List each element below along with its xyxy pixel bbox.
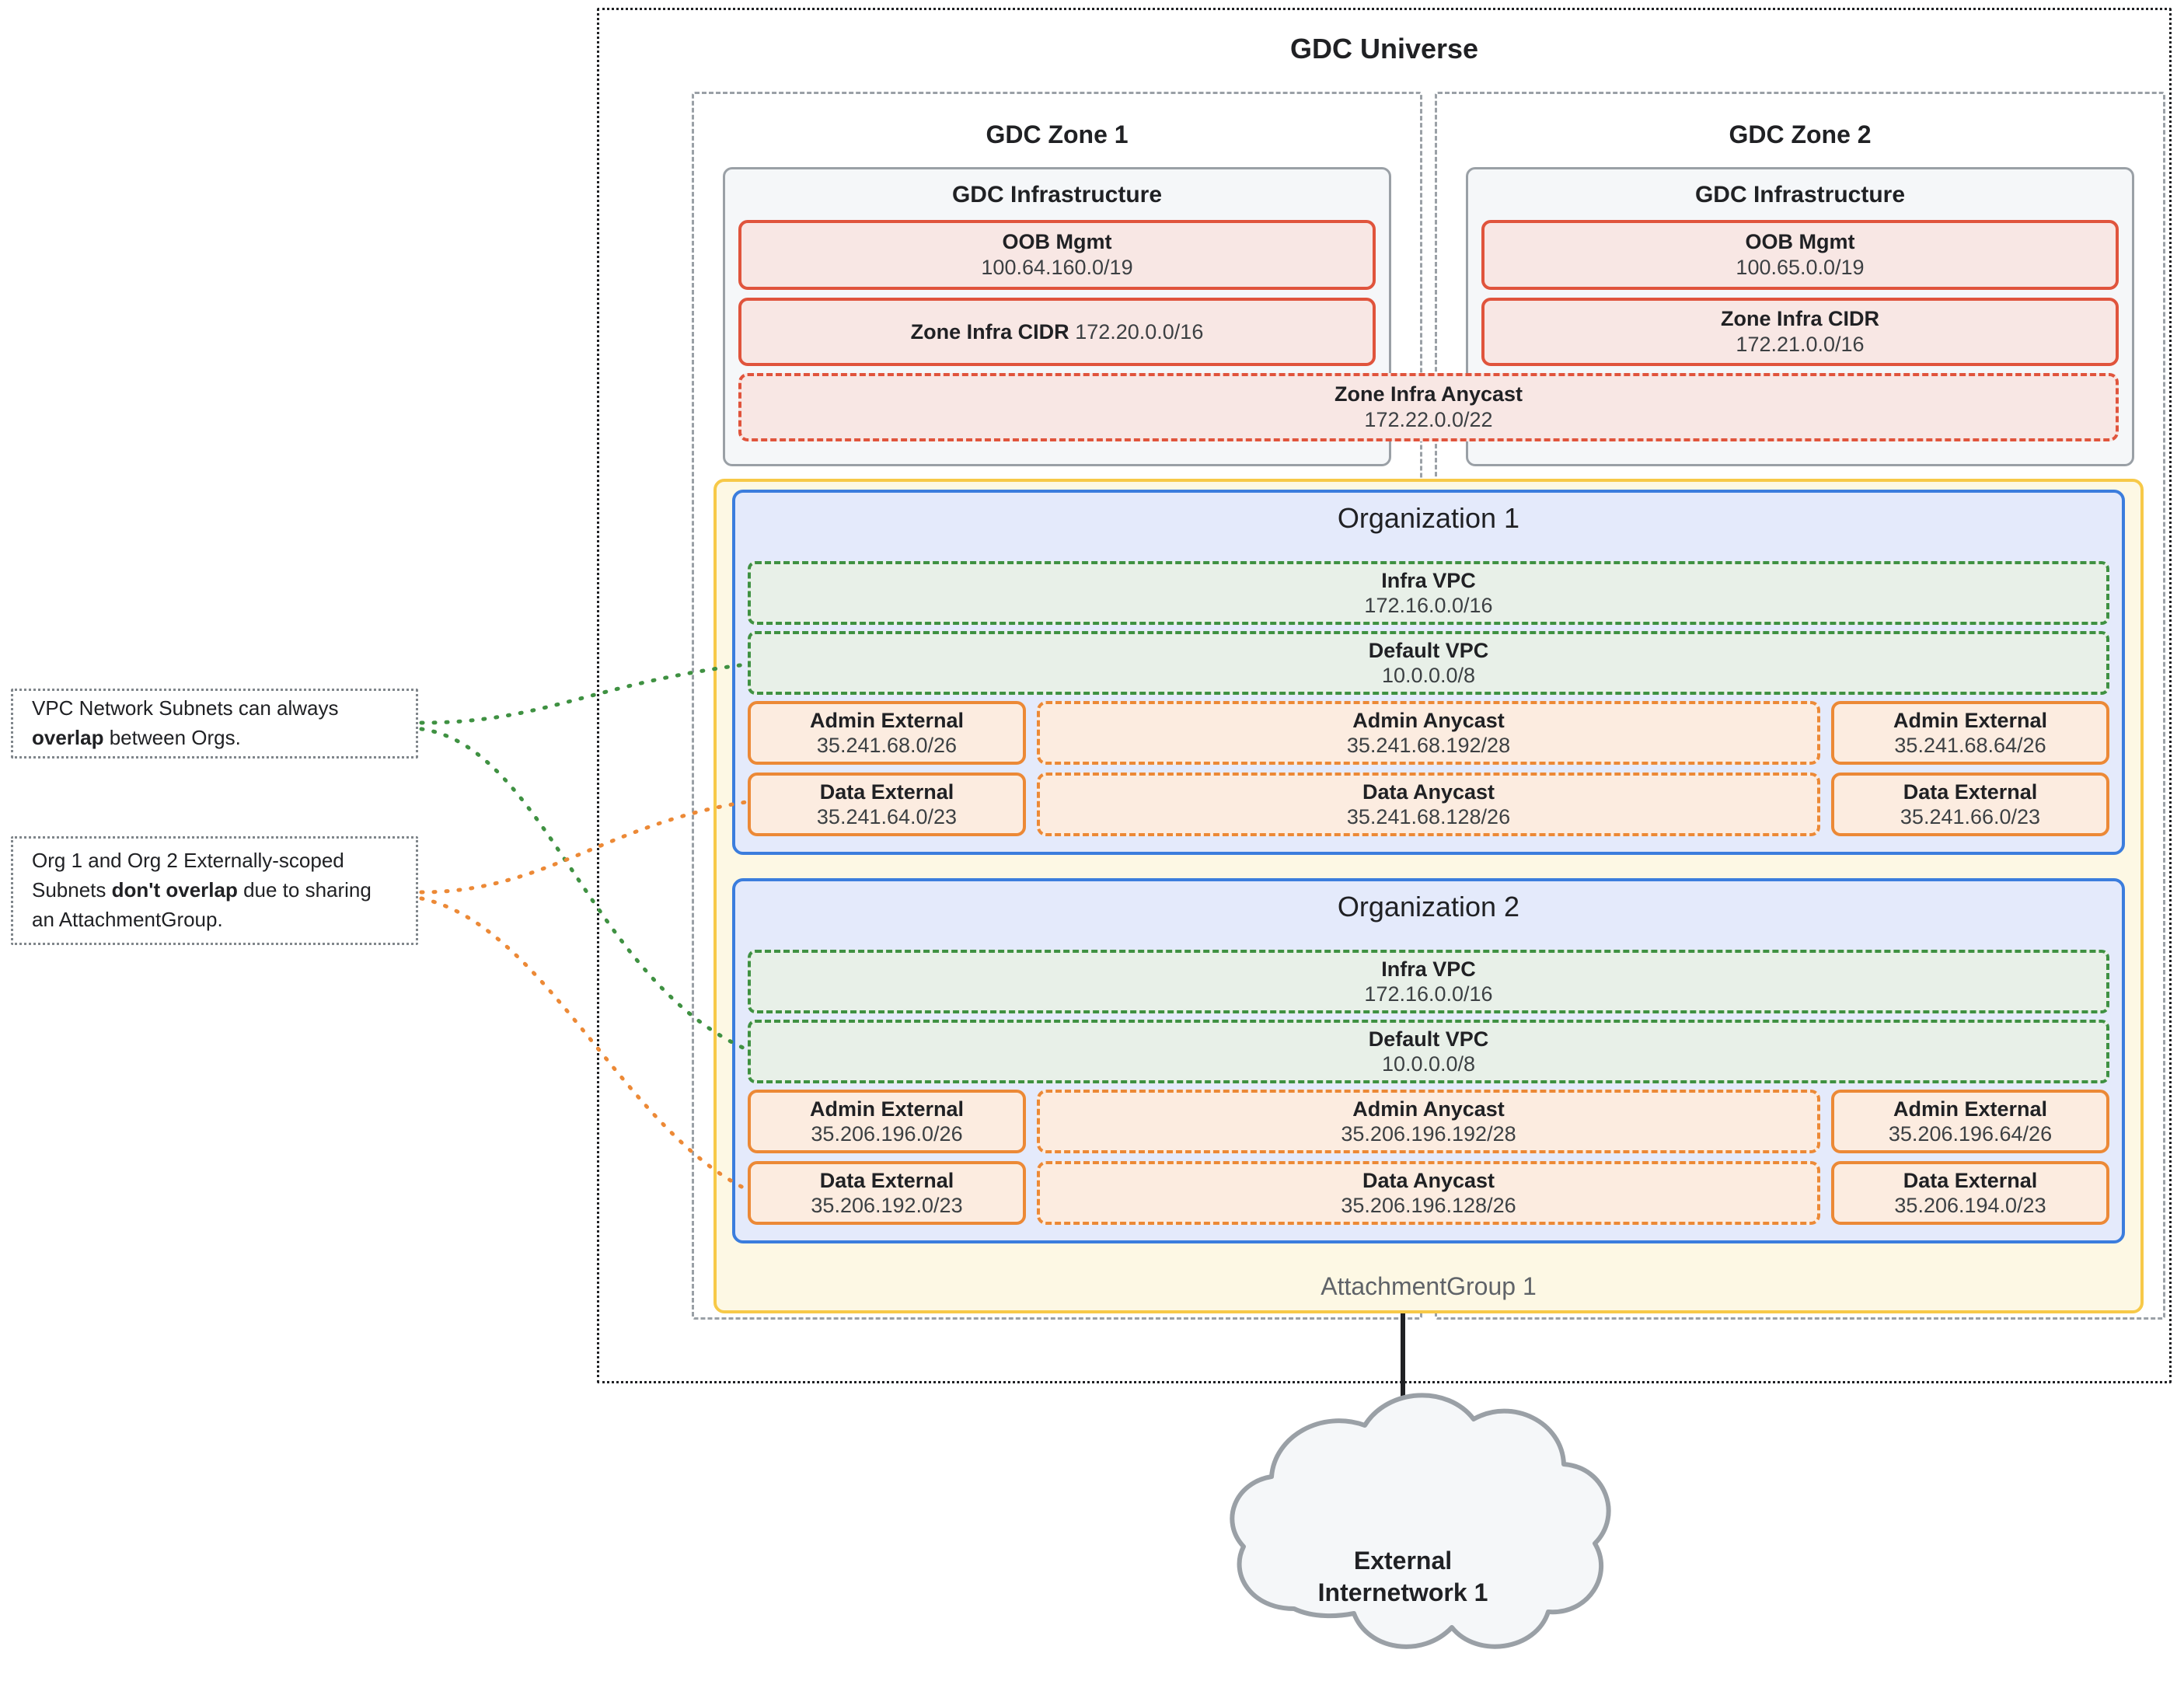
admin-external-left-cidr-org-2: 35.206.196.0/26 xyxy=(811,1122,963,1146)
oob-mgmt-label-zone-2: OOB Mgmt xyxy=(1745,230,1855,254)
data-external-left-org-2: Data External 35.206.192.0/23 xyxy=(748,1161,1026,1225)
external-internetwork-line2: Internetwork 1 xyxy=(1317,1578,1488,1606)
data-anycast-cidr-org-2: 35.206.196.128/26 xyxy=(1341,1194,1516,1217)
admin-anycast-label-org-2: Admin Anycast xyxy=(1352,1097,1505,1121)
data-external-right-cidr-org-2: 35.206.194.0/23 xyxy=(1894,1194,2046,1217)
admin-external-right-label-org-2: Admin External xyxy=(1893,1097,2048,1121)
organization-2-title: Organization 2 xyxy=(1337,891,1520,922)
admin-anycast-label-org-1: Admin Anycast xyxy=(1352,708,1505,732)
note-no-overlap-emphasis: don't overlap xyxy=(111,878,238,902)
note-overlap-emphasis: overlap xyxy=(32,726,104,749)
note-no-overlap-suffix: due to sharing an AttachmentGroup. xyxy=(32,878,372,931)
infra-vpc-cidr-org-2: 172.16.0.0/16 xyxy=(1364,982,1493,1006)
admin-external-left-cidr-org-1: 35.241.68.0/26 xyxy=(816,734,958,757)
admin-anycast-cidr-org-1: 35.241.68.192/28 xyxy=(1346,734,1511,757)
infra-vpc-cidr-org-1: 172.16.0.0/16 xyxy=(1364,594,1493,617)
default-vpc-box-org-1: Default VPC 10.0.0.0/8 xyxy=(748,631,2109,695)
admin-external-right-label-org-1: Admin External xyxy=(1893,708,2048,732)
zone-infra-cidr-box-zone-2: Zone Infra CIDR 172.21.0.0/16 xyxy=(1481,298,2119,366)
gdc-universe-title: GDC Universe xyxy=(1289,33,1479,65)
zone-infra-cidr-value-zone-2: 172.21.0.0/16 xyxy=(1736,333,1865,356)
admin-external-right-cidr-org-1: 35.241.68.64/26 xyxy=(1894,734,2046,757)
zone-infra-cidr-inline-zone-1: Zone Infra CIDR 172.20.0.0/16 xyxy=(911,319,1204,345)
data-external-right-label-org-2: Data External xyxy=(1903,1168,2038,1192)
data-external-left-cidr-org-2: 35.206.192.0/23 xyxy=(811,1194,963,1217)
default-vpc-box-org-2: Default VPC 10.0.0.0/8 xyxy=(748,1020,2109,1083)
note-overlap-suffix: between Orgs. xyxy=(103,726,241,749)
zone-infra-cidr-label-zone-1: Zone Infra CIDR xyxy=(910,319,1069,344)
oob-mgmt-cidr-zone-2: 100.65.0.0/19 xyxy=(1736,256,1865,279)
attachment-group-label: AttachmentGroup 1 xyxy=(1321,1272,1537,1300)
oob-mgmt-label-zone-1: OOB Mgmt xyxy=(1002,230,1112,254)
admin-external-left-label-org-2: Admin External xyxy=(809,1097,965,1121)
external-internetwork-label: External Internetwork 1 xyxy=(1247,1545,1558,1609)
note-no-overlap-prefix: Org 1 and Org 2 Externally-scoped Subnet… xyxy=(32,849,344,902)
admin-external-left-org-2: Admin External 35.206.196.0/26 xyxy=(748,1090,1026,1153)
zone-infra-anycast-cidr: 172.22.0.0/22 xyxy=(1364,408,1493,431)
data-external-right-org-2: Data External 35.206.194.0/23 xyxy=(1831,1161,2109,1225)
oob-mgmt-box-zone-1: OOB Mgmt 100.64.160.0/19 xyxy=(738,220,1376,290)
data-anycast-label-org-2: Data Anycast xyxy=(1362,1168,1495,1192)
infra-vpc-label-org-1: Infra VPC xyxy=(1381,568,1476,592)
admin-external-right-cidr-org-2: 35.206.196.64/26 xyxy=(1888,1122,2053,1146)
note-external-subnets-no-overlap: Org 1 and Org 2 Externally-scoped Subnet… xyxy=(11,836,418,945)
data-anycast-org-2: Data Anycast 35.206.196.128/26 xyxy=(1037,1161,1820,1225)
external-internetwork-cloud xyxy=(1230,1393,1611,1649)
data-external-right-org-1: Data External 35.241.66.0/23 xyxy=(1831,773,2109,836)
data-anycast-cidr-org-1: 35.241.68.128/26 xyxy=(1346,805,1511,828)
admin-anycast-org-2: Admin Anycast 35.206.196.192/28 xyxy=(1037,1090,1820,1153)
admin-external-right-org-1: Admin External 35.241.68.64/26 xyxy=(1831,701,2109,765)
gdc-infrastructure-title-zone-2: GDC Infrastructure xyxy=(1694,182,1906,208)
admin-external-left-org-1: Admin External 35.241.68.0/26 xyxy=(748,701,1026,765)
data-anycast-label-org-1: Data Anycast xyxy=(1362,780,1495,804)
oob-mgmt-box-zone-2: OOB Mgmt 100.65.0.0/19 xyxy=(1481,220,2119,290)
zone-infra-cidr-label-zone-2: Zone Infra CIDR xyxy=(1720,307,1879,331)
zone-infra-anycast-box: Zone Infra Anycast 172.22.0.0/22 xyxy=(738,373,2119,441)
infra-vpc-label-org-2: Infra VPC xyxy=(1381,957,1476,981)
admin-external-right-org-2: Admin External 35.206.196.64/26 xyxy=(1831,1090,2109,1153)
admin-anycast-org-1: Admin Anycast 35.241.68.192/28 xyxy=(1037,701,1820,765)
data-external-left-cidr-org-1: 35.241.64.0/23 xyxy=(816,805,958,828)
data-external-right-cidr-org-1: 35.241.66.0/23 xyxy=(1900,805,2041,828)
default-vpc-cidr-org-1: 10.0.0.0/8 xyxy=(1381,664,1476,687)
data-external-right-label-org-1: Data External xyxy=(1903,780,2038,804)
oob-mgmt-cidr-zone-1: 100.64.160.0/19 xyxy=(981,256,1133,279)
data-external-left-label-org-2: Data External xyxy=(819,1168,954,1192)
note-vpc-subnets-overlap: VPC Network Subnets can always overlap b… xyxy=(11,689,418,759)
gdc-zone-2-title: GDC Zone 2 xyxy=(1729,120,1872,148)
data-external-left-label-org-1: Data External xyxy=(819,780,954,804)
data-external-left-org-1: Data External 35.241.64.0/23 xyxy=(748,773,1026,836)
organization-1-title: Organization 1 xyxy=(1337,502,1520,534)
infra-vpc-box-org-2: Infra VPC 172.16.0.0/16 xyxy=(748,950,2109,1013)
gdc-zone-1-title: GDC Zone 1 xyxy=(986,120,1129,148)
default-vpc-cidr-org-2: 10.0.0.0/8 xyxy=(1381,1052,1476,1076)
data-anycast-org-1: Data Anycast 35.241.68.128/26 xyxy=(1037,773,1820,836)
zone-infra-cidr-value-zone-1: 172.20.0.0/16 xyxy=(1075,319,1204,344)
note-overlap-prefix: VPC Network Subnets can always xyxy=(32,696,339,720)
external-internetwork-line1: External xyxy=(1353,1547,1453,1575)
infra-vpc-box-org-1: Infra VPC 172.16.0.0/16 xyxy=(748,561,2109,625)
admin-external-left-label-org-1: Admin External xyxy=(809,708,965,732)
zone-infra-anycast-label: Zone Infra Anycast xyxy=(1334,382,1523,406)
default-vpc-label-org-1: Default VPC xyxy=(1368,638,1489,662)
zone-infra-cidr-box-zone-1: Zone Infra CIDR 172.20.0.0/16 xyxy=(738,298,1376,366)
default-vpc-label-org-2: Default VPC xyxy=(1368,1027,1489,1051)
admin-anycast-cidr-org-2: 35.206.196.192/28 xyxy=(1341,1122,1516,1146)
gdc-infrastructure-title-zone-1: GDC Infrastructure xyxy=(951,182,1163,208)
